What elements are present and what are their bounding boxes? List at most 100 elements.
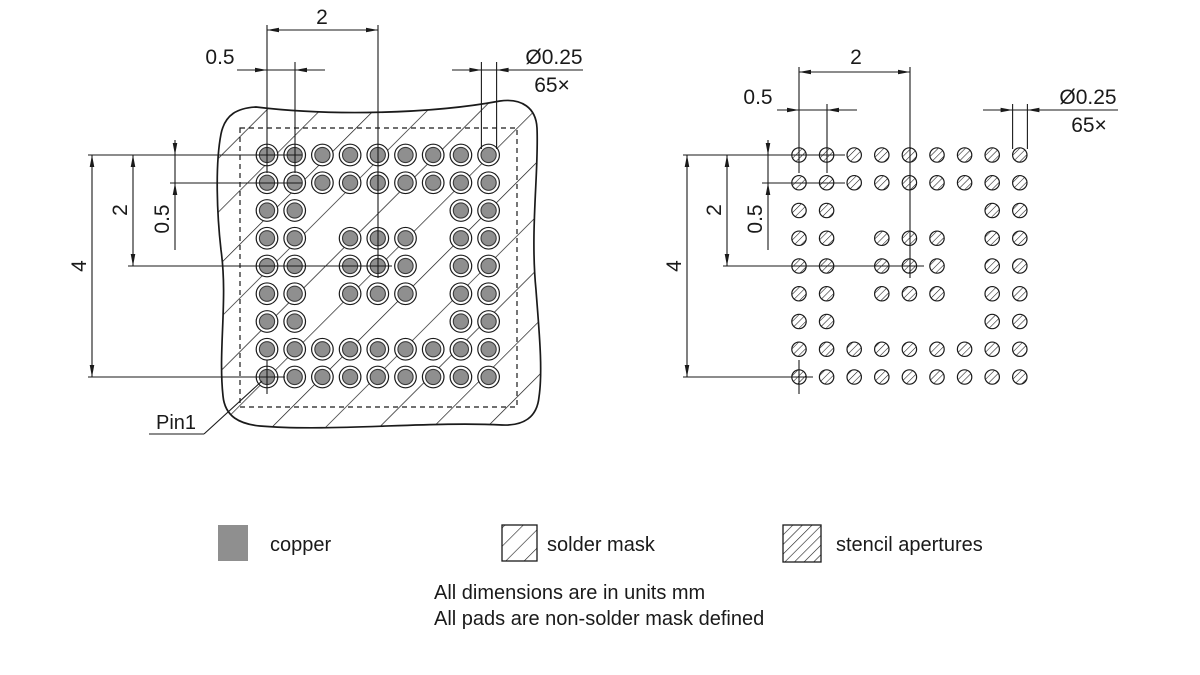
stencil-aperture (901, 147, 918, 163)
stencil-aperture (873, 369, 890, 385)
copper-pad (369, 368, 386, 386)
stencil-aperture (984, 341, 1000, 358)
copper-swatch (218, 525, 248, 561)
copper-pad (258, 230, 276, 247)
pin1-callout: Pin1 (149, 380, 263, 435)
stencil-aperture (984, 202, 1000, 219)
stencil-aperture (818, 369, 835, 385)
stencil-aperture (873, 230, 890, 247)
dim-top-span-label: 2 (316, 6, 328, 29)
copper-pad (480, 368, 497, 386)
right-extension-lines (683, 67, 1028, 394)
copper-pad (397, 230, 414, 247)
stencil-apertures-swatch (782, 524, 822, 563)
arrow (89, 365, 95, 377)
stencil-aperture (984, 369, 1000, 385)
stencil-aperture (984, 258, 1000, 274)
arrow (684, 365, 690, 377)
stencil-aperture (846, 369, 862, 385)
stencil-aperture (956, 341, 973, 358)
stencil-aperture (901, 230, 918, 247)
copper-pad (314, 146, 331, 164)
copper-pad (397, 146, 414, 164)
stencil-aperture (1011, 341, 1028, 358)
copper-pad (397, 174, 414, 191)
arrow (469, 67, 482, 73)
copper-pad (314, 174, 331, 191)
copper-pad (480, 257, 497, 275)
pin1-label: Pin1 (156, 412, 196, 434)
stencil-aperture (873, 147, 890, 163)
copper-pad (397, 368, 414, 386)
stencil-aperture (818, 285, 835, 302)
stencil-apertures-label: stencil apertures (836, 534, 983, 556)
copper-pad (397, 341, 414, 358)
stencil-aperture (1011, 174, 1028, 191)
dim-diameter-label: Ø0.25 (1059, 86, 1116, 109)
copper-pad (341, 146, 359, 164)
arrow (172, 183, 178, 195)
copper-pad (369, 285, 386, 302)
copper-pad (341, 368, 359, 386)
copper-pad (397, 257, 414, 275)
pin1-leader-line (203, 380, 263, 435)
stencil-aperture (929, 369, 945, 385)
arrow (366, 27, 378, 33)
stencil-aperture (818, 341, 835, 358)
copper-pad (286, 368, 303, 386)
copper-pad (286, 202, 303, 219)
copper-pad (369, 341, 386, 358)
dim-left-span-label: 4 (663, 260, 686, 272)
note-nsmd: All pads are non-solder mask defined (434, 608, 764, 630)
stencil-aperture (818, 202, 835, 219)
copper-pad (314, 368, 331, 386)
stencil-aperture (929, 230, 945, 247)
dim-left-half-label: 2 (703, 204, 726, 216)
stencil-aperture (873, 341, 890, 358)
arrow (827, 107, 839, 113)
copper-pad (286, 285, 303, 302)
stencil-aperture (818, 313, 835, 330)
copper-pad (258, 313, 276, 330)
stencil-aperture (929, 147, 945, 163)
stencil-aperture (1011, 202, 1028, 219)
copper-pad (397, 285, 414, 302)
solder-mask-swatch (501, 524, 538, 562)
stencil-aperture (956, 369, 973, 385)
copper-pad (480, 341, 497, 358)
stencil-aperture (901, 341, 918, 358)
left-dimension-arrows (89, 27, 509, 377)
note-units: All dimensions are in units mm (434, 582, 705, 604)
solder-mask-label: solder mask (547, 534, 656, 556)
stencil-aperture (1011, 258, 1028, 274)
stencil-aperture (929, 341, 945, 358)
stencil-aperture (791, 313, 807, 330)
copper-pad (425, 341, 442, 358)
copper-pad (452, 341, 470, 358)
stencil-aperture (1011, 230, 1028, 247)
arrow (787, 107, 799, 113)
copper-pad (425, 146, 442, 164)
copper-pad (286, 341, 303, 358)
copper-pad (452, 257, 470, 275)
stencil-aperture (984, 285, 1000, 302)
copper-pad (480, 313, 497, 330)
stencil-aperture (846, 147, 862, 163)
dim-diameter-label: Ø0.25 (525, 46, 582, 69)
copper-pad (341, 230, 359, 247)
stencil-aperture (791, 202, 807, 219)
arrow (130, 254, 136, 266)
dim-left-half-label: 2 (109, 204, 132, 216)
copper-pad (341, 174, 359, 191)
copper-pad (452, 313, 470, 330)
arrow (684, 155, 690, 167)
notes: All dimensions are in units mm All pads … (434, 582, 764, 630)
left-dimension-lines (91, 29, 583, 377)
left-view: 2 0.5 Ø0.25 65× 4 2 0.5 Pin1 (68, 6, 583, 435)
stencil-aperture (901, 285, 918, 302)
arrow (130, 155, 136, 167)
stencil-aperture (1011, 369, 1028, 385)
stencil-aperture (956, 147, 973, 163)
stencil-aperture (984, 174, 1000, 191)
dim-top-pitch-label: 0.5 (743, 86, 772, 109)
